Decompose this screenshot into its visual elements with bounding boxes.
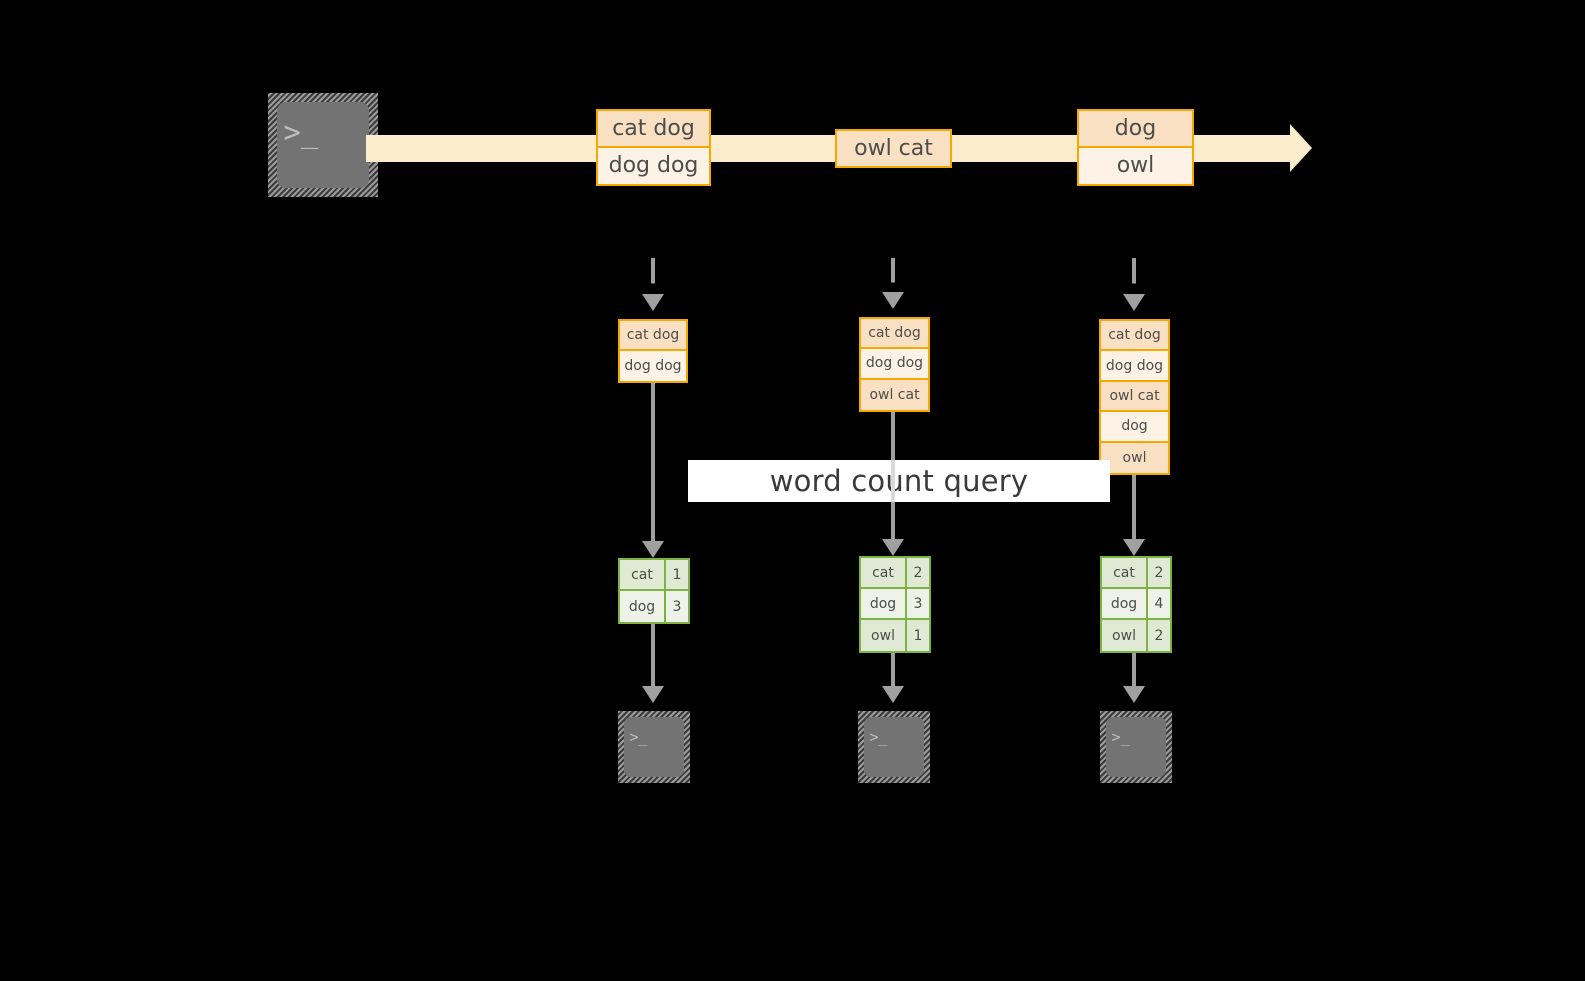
- query-label-text: word count query: [769, 464, 1029, 498]
- snapshot-3-input-line: owl cat: [1101, 381, 1168, 413]
- snapshot-1-input-box: cat dog dog dog: [618, 319, 688, 383]
- snapshot-2-result-table: cat 2 dog 3 owl 1: [859, 556, 931, 653]
- snapshot-2-input-box: cat dog dog dog owl cat: [859, 317, 930, 412]
- query-label-band: word count query: [688, 460, 1110, 502]
- snapshot-1-trigger-arrowhead: [642, 294, 664, 311]
- snapshot-1-sink-terminal-icon: >_: [618, 711, 690, 783]
- snapshot-2-sink-arrowhead: [882, 686, 904, 703]
- snapshot-3-input-line: owl: [1101, 442, 1168, 473]
- terminal-screen: [277, 102, 369, 188]
- snapshot-2-query-arrowhead: [882, 539, 904, 556]
- result-count: 4: [1148, 589, 1170, 618]
- stream-record-group-1: cat dog dog dog: [596, 109, 711, 186]
- result-word: dog: [861, 589, 907, 618]
- snapshot-3-query-line: [1132, 475, 1136, 549]
- table-row: dog 3: [620, 591, 688, 622]
- terminal-screen: [624, 717, 684, 777]
- snapshot-3-input-box: cat dog dog dog owl cat dog owl: [1099, 319, 1170, 475]
- snapshot-1-query-line: [651, 383, 655, 551]
- snapshot-2-query-line-overlay: [891, 460, 895, 502]
- terminal-prompt-label: >_: [1111, 727, 1130, 746]
- result-word: cat: [861, 558, 907, 587]
- terminal-prompt-label: >_: [869, 727, 888, 746]
- table-row: dog 4: [1102, 589, 1170, 620]
- stream-record-line: cat dog: [598, 111, 709, 148]
- snapshot-3-input-line: dog dog: [1101, 351, 1168, 382]
- snapshot-1-sink-arrowhead: [642, 686, 664, 703]
- table-row: owl 2: [1102, 620, 1170, 651]
- snapshot-2-sink-line: [891, 653, 895, 690]
- result-count: 2: [1148, 620, 1170, 651]
- terminal-prompt-label: >_: [283, 114, 319, 149]
- snapshot-3-trigger-arrowhead: [1123, 294, 1145, 311]
- result-word: cat: [1102, 558, 1148, 587]
- result-word: dog: [1102, 589, 1148, 618]
- snapshot-3-result-table: cat 2 dog 4 owl 2: [1100, 556, 1172, 653]
- snapshot-2-trigger-line: [891, 258, 895, 300]
- source-terminal-icon: >_: [268, 93, 378, 197]
- snapshot-3-input-line: cat dog: [1101, 321, 1168, 352]
- stream-arrow-head: [1290, 124, 1312, 172]
- table-row: dog 3: [861, 589, 929, 620]
- snapshot-2-trigger-arrowhead: [882, 292, 904, 309]
- table-row: cat 1: [620, 560, 688, 591]
- snapshot-3-input-line: dog: [1101, 412, 1168, 443]
- result-count: 2: [1148, 558, 1170, 587]
- result-word: dog: [620, 591, 666, 622]
- table-row: cat 2: [1102, 558, 1170, 589]
- stream-record-line: dog dog: [598, 147, 709, 184]
- snapshot-3-trigger-line: [1132, 258, 1136, 302]
- terminal-screen: [864, 717, 924, 777]
- result-word: cat: [620, 560, 666, 589]
- snapshot-1-query-arrowhead: [642, 541, 664, 558]
- snapshot-2-input-line: owl cat: [861, 379, 928, 410]
- stream-record-line: owl: [1079, 147, 1192, 184]
- snapshot-2-input-line: dog dog: [861, 349, 928, 380]
- terminal-screen: [1106, 717, 1166, 777]
- result-count: 1: [666, 560, 688, 589]
- stream-record-group-2: owl cat: [835, 129, 952, 168]
- snapshot-2-sink-terminal-icon: >_: [858, 711, 930, 783]
- snapshot-3-sink-terminal-icon: >_: [1100, 711, 1172, 783]
- stream-record-group-3: dog owl: [1077, 109, 1194, 186]
- result-count: 3: [666, 591, 688, 622]
- result-word: owl: [861, 620, 907, 651]
- snapshot-1-input-line: cat dog: [620, 321, 686, 351]
- snapshot-3-sink-line: [1132, 653, 1136, 690]
- table-row: owl 1: [861, 620, 929, 651]
- snapshot-3-sink-arrowhead: [1123, 686, 1145, 703]
- snapshot-2-input-line: cat dog: [861, 319, 928, 350]
- terminal-prompt-label: >_: [629, 727, 648, 746]
- snapshot-1-input-line: dog dog: [620, 351, 686, 381]
- snapshot-1-trigger-line: [651, 258, 655, 302]
- result-count: 3: [907, 589, 929, 618]
- result-count: 2: [907, 558, 929, 587]
- table-row: cat 2: [861, 558, 929, 589]
- stream-record-line: owl cat: [837, 131, 950, 166]
- snapshot-1-result-table: cat 1 dog 3: [618, 558, 690, 624]
- stream-record-line: dog: [1079, 111, 1192, 148]
- snapshot-3-query-arrowhead: [1123, 539, 1145, 556]
- result-word: owl: [1102, 620, 1148, 651]
- result-count: 1: [907, 620, 929, 651]
- snapshot-1-sink-line: [651, 624, 655, 690]
